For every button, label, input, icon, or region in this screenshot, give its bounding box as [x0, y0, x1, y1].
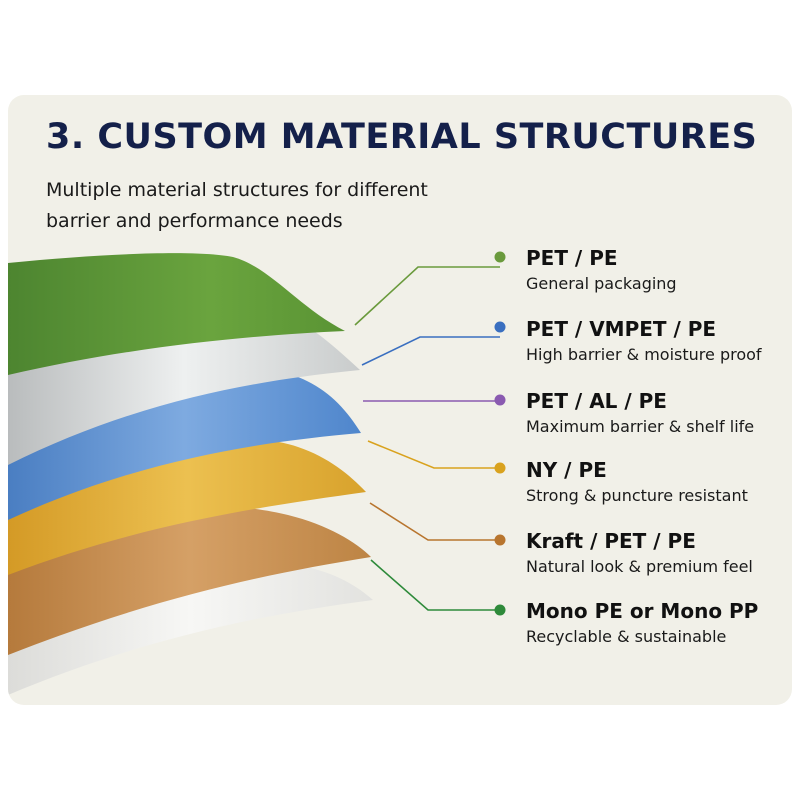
layer-name: NY / PE [526, 458, 607, 482]
layer-name: PET / VMPET / PE [526, 317, 717, 341]
leader-line-4 [367, 440, 500, 469]
layer-name: Mono PE or Mono PP [526, 599, 759, 623]
sheet-green [8, 253, 345, 375]
layer-dot-1 [494, 251, 506, 263]
layer-item-ny-pe: NY / PE Strong & puncture resistant [526, 457, 748, 506]
leader-line-1 [354, 266, 500, 326]
page-title: 3. CUSTOM MATERIAL STRUCTURES [46, 117, 758, 157]
leader-line-2 [361, 336, 500, 366]
layer-description: General packaging [526, 274, 677, 293]
layer-dot-6 [494, 604, 506, 616]
layer-dot-5 [494, 534, 506, 546]
layer-dot-2 [494, 321, 506, 333]
layer-description: Natural look & premium feel [526, 557, 753, 576]
layer-dot-3 [494, 394, 506, 406]
layer-item-mono-pe-pp: Mono PE or Mono PP Recyclable & sustaina… [526, 598, 758, 647]
layer-dot-4 [494, 462, 506, 474]
info-card: 3. CUSTOM MATERIAL STRUCTURES Multiple m… [8, 95, 792, 705]
layer-item-pet-al-pe: PET / AL / PE Maximum barrier & shelf li… [526, 388, 754, 437]
layer-item-pet-pe: PET / PE General packaging [526, 245, 677, 294]
layer-name: Kraft / PET / PE [526, 529, 696, 553]
layer-name: PET / PE [526, 246, 618, 270]
layer-name: PET / AL / PE [526, 389, 667, 413]
page-subtitle: Multiple material structures for differe… [46, 179, 428, 232]
layer-item-pet-vmpet-pe: PET / VMPET / PE High barrier & moisture… [526, 316, 762, 365]
layer-description: High barrier & moisture proof [526, 345, 762, 364]
leader-line-5 [369, 502, 500, 541]
material-layers-illustration [8, 251, 506, 695]
layer-description: Recyclable & sustainable [526, 627, 727, 646]
leader-line-6 [370, 559, 500, 611]
layer-item-kraft-pet-pe: Kraft / PET / PE Natural look & premium … [526, 528, 753, 577]
layer-description: Maximum barrier & shelf life [526, 417, 755, 436]
layer-description: Strong & puncture resistant [526, 486, 748, 505]
